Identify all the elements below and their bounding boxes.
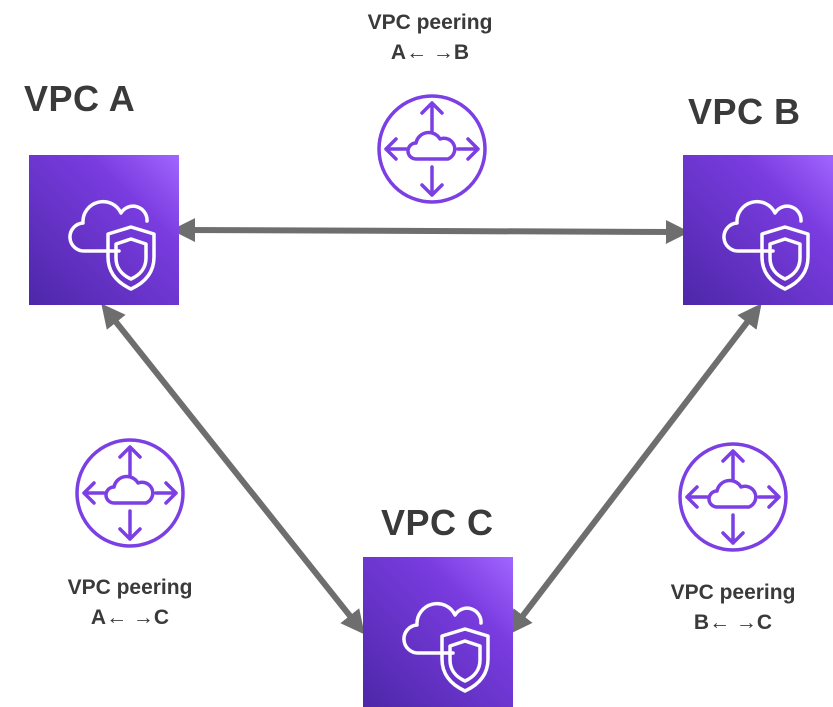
peering-router-icon <box>678 442 788 552</box>
vpc-b-box[interactable] <box>683 155 833 305</box>
vpc-c-box[interactable] <box>363 557 513 707</box>
peering-ab-direction: A← →B <box>390 41 470 64</box>
peering-ab-label: VPC peering A← →B <box>330 8 530 68</box>
vpc-cloud-shield-icon <box>722 199 810 291</box>
vpc-b-title: VPC B <box>688 91 801 132</box>
peering-router-icon <box>75 438 185 548</box>
peering-bc-label: VPC peering B← →C <box>633 578 833 638</box>
peering-router-icon <box>377 94 487 204</box>
vpc-cloud-shield-icon <box>68 199 156 291</box>
vpc-c-title: VPC C <box>381 502 494 543</box>
peering-bc-title: VPC peering <box>670 581 796 604</box>
peering-bc-direction: B← →C <box>693 611 773 634</box>
vpc-cloud-shield-icon <box>402 601 490 693</box>
connector-b-c <box>508 303 762 635</box>
connector-a-c <box>101 303 365 635</box>
connector-a-b <box>171 218 690 244</box>
peering-ac-title: VPC peering <box>67 576 193 599</box>
peering-ac-label: VPC peering A← →C <box>30 573 230 633</box>
peering-ac-direction: A← →C <box>90 606 170 629</box>
peering-ab-title: VPC peering <box>367 11 493 34</box>
vpc-a-box[interactable] <box>29 155 179 305</box>
vpc-a-title: VPC A <box>24 78 136 119</box>
